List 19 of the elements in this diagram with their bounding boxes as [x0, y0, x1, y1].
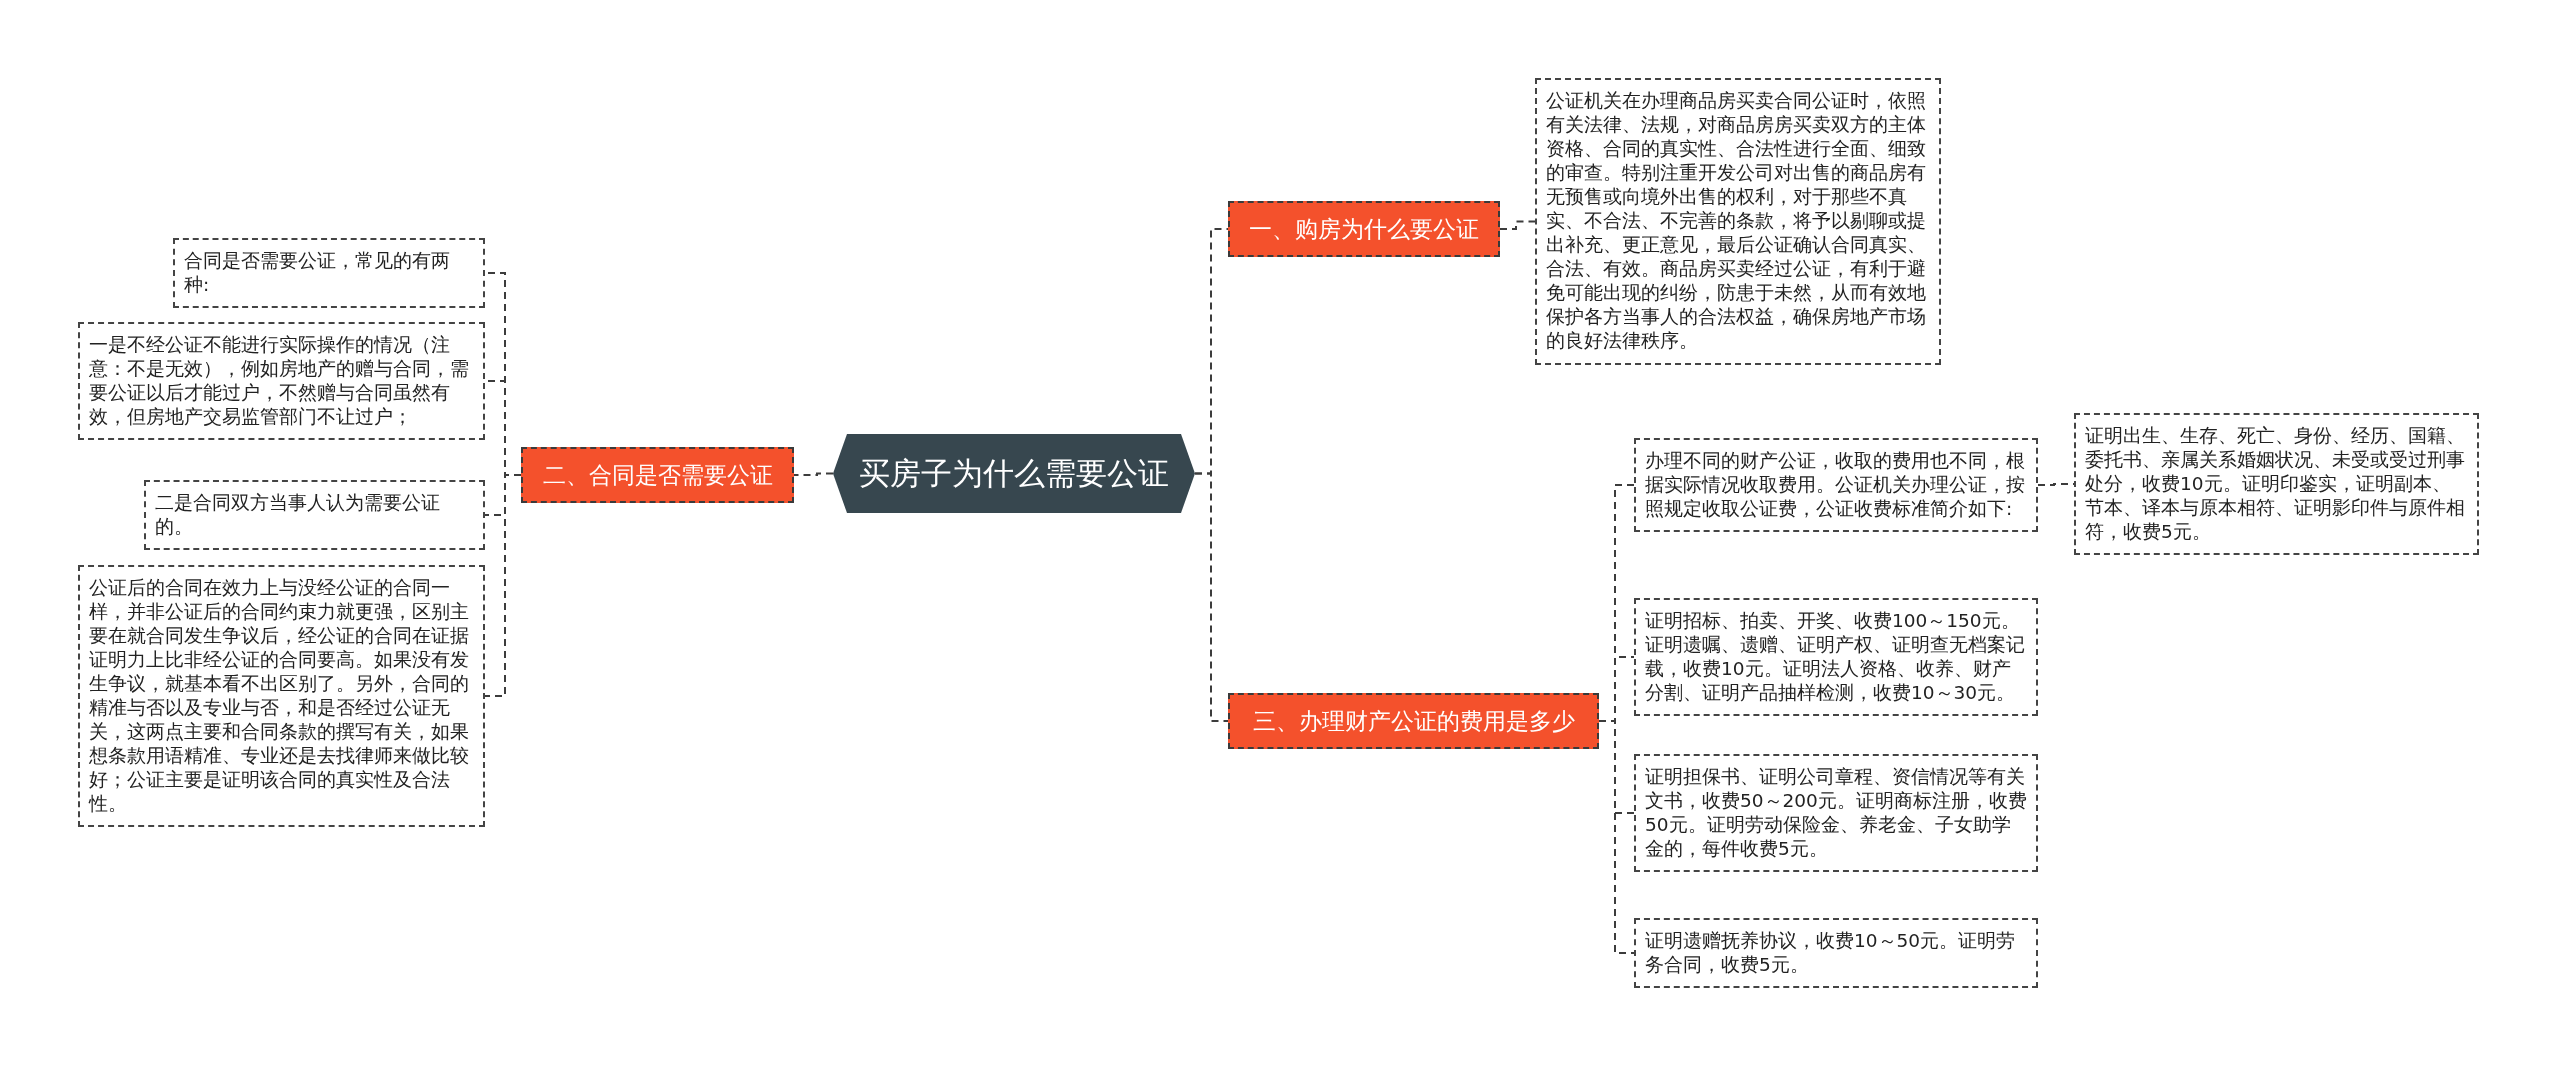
connector-line — [793, 472, 834, 476]
branch-topic: 二、合同是否需要公证 — [521, 447, 794, 503]
text-box: 证明担保书、证明公司章程、资信情况等有关文书，收费50～200元。证明商标注册，收费50元。证明劳动保险金、养老金、子女助学金的，每件收费5元。 — [1634, 754, 2038, 873]
text-box: 证明出生、生存、死亡、身份、经历、国籍、委托书、亲属关系婚姻状况、未受或受过刑事处分，收费10元。证明印鉴实，证明副本、节本、译本与原本相符、证明影印件与原件相符，收费5元。 — [2074, 413, 2479, 556]
branch-topic: 一、购房为什么要公证 — [1228, 201, 1500, 257]
text-box: 公证后的合同在效力上与没经公证的合同一样，并非公证后的合同约束力就更强，区别主要在就合同发生争议后，经公证的合同在证据证明力上比非经公证的合同要高。如果没有发生争议，就基本看不出区别了。另外，合同的精准与否以及专业与否，和是否经过公证无关，这两点主要和合同条款的撰写有关，如果想条款用语精准、专业还是去找律师来做比较好；公证主要是证明该合同的真实性及合法性。 — [78, 565, 485, 828]
branch-topic: 三、办理财产公证的费用是多少 — [1228, 693, 1599, 749]
connector-line — [1499, 220, 1536, 230]
connector-line — [1194, 472, 1229, 722]
text-box: 证明招标、拍卖、开奖、收费100～150元。证明遗嘱、遗赠、证明产权、证明查无档案记载，收费10元。证明法人资格、收养、财产分割、证明产品抽样检测，收费10～30元。 — [1634, 598, 2038, 717]
text-box: 办理不同的财产公证，收取的费用也不同，根据实际情况收取费用。公证机关办理公证，按照规定收取公证费，公证收费标准简介如下: — [1634, 438, 2038, 533]
text-box: 一是不经公证不能进行实际操作的情况（注意：不是无效），例如房地产的赠与合同，需要公证以后才能过户，不然赠与合同虽然有效，但房地产交易监管部门不让过户； — [78, 322, 485, 441]
text-box: 公证机关在办理商品房买卖合同公证时，依照有关法律、法规，对商品房房买卖双方的主体资格、合同的真实性、合法性进行全面、细致的审查。特别注重开发公司对出售的商品房有无预售或向境外出售的权利，对于那些不真实、不合法、不完善的条款，将予以剔聊或提出补充、更正意见，最后公证确认合同真实、合法、有效。商品房买卖经过公证，有利于避免可能出现的纠纷，防患于未然，从而有效地保护各方当事人的合法权益，确保房地产市场的良好法律秩序。 — [1535, 78, 1941, 365]
topic-title: 买房子为什么需要公证 — [859, 453, 1169, 493]
text-box: 二是合同双方当事人认为需要公证的。 — [144, 480, 485, 551]
text-box: 证明遗赠抚养协议，收费10～50元。证明劳务合同，收费5元。 — [1634, 918, 2038, 989]
text-box: 合同是否需要公证，常见的有两种: — [173, 238, 485, 309]
connector-line — [1598, 720, 1635, 954]
connector-line — [484, 474, 522, 697]
